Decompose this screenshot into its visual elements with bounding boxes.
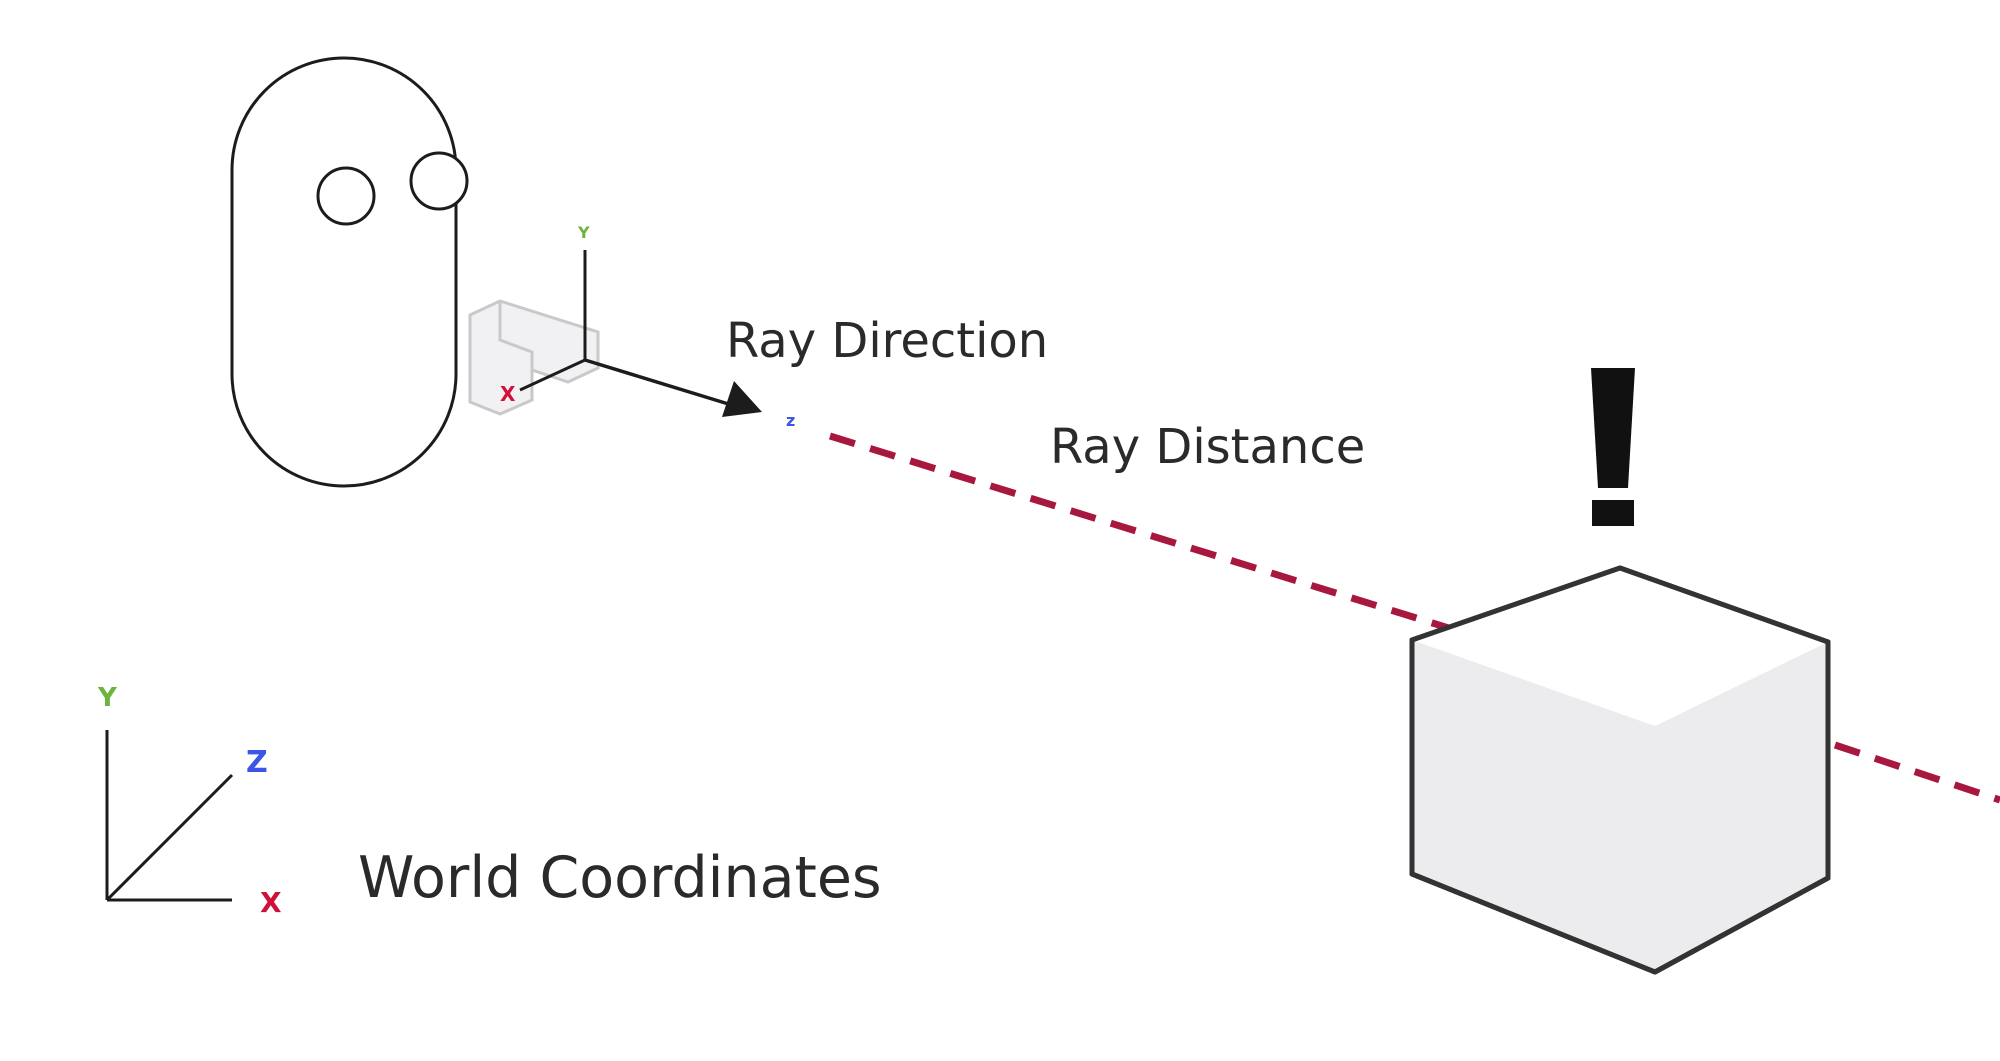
world-axes: Y Z X — [97, 683, 282, 919]
controller-x-label: X — [500, 382, 516, 406]
hand-controller-icon — [468, 299, 600, 416]
controller-z-label: z — [786, 411, 795, 430]
world-x-label: X — [260, 886, 282, 919]
ray-direction-label: Ray Direction — [726, 313, 1048, 369]
eye-right — [409, 151, 469, 211]
world-coordinates-label: World Coordinates — [358, 845, 882, 911]
eye-left — [316, 166, 376, 226]
target-cube — [1409, 565, 1831, 975]
ray-distance-label: Ray Distance — [1050, 419, 1365, 475]
exclamation-icon — [1591, 368, 1635, 526]
world-y-label: Y — [97, 683, 118, 713]
world-z-label: Z — [246, 745, 268, 780]
ray-direction-arrow — [584, 358, 762, 417]
controller-axes: Y X z — [500, 223, 795, 430]
controller-y-label: Y — [577, 223, 590, 242]
vr-head — [230, 56, 469, 488]
head-outline — [230, 56, 458, 488]
